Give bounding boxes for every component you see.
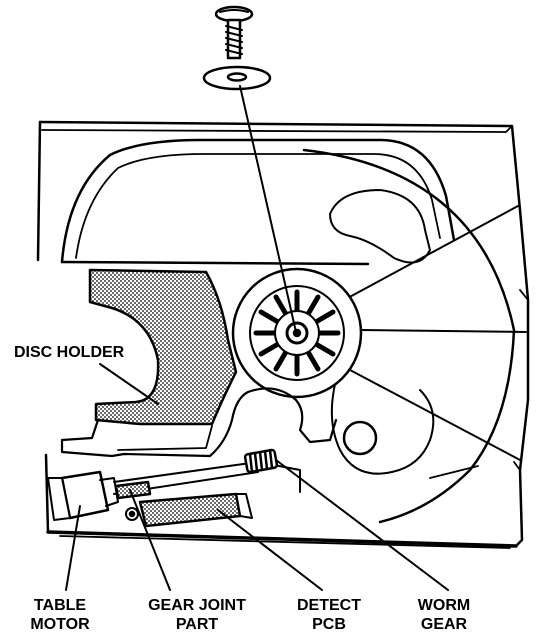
label-line: PCB — [312, 616, 346, 633]
disc-table — [302, 148, 527, 524]
guide-arch — [60, 138, 456, 266]
label-line: WORM — [417, 597, 471, 614]
label-gear-joint-part: GEAR JOINT PART — [132, 596, 262, 634]
worm-gear-part — [243, 448, 279, 474]
label-line: GEAR JOINT — [148, 597, 246, 614]
label-line: GEAR — [420, 616, 468, 633]
washer-icon — [202, 65, 272, 91]
label-detect-pcb: DETECT PCB — [284, 596, 374, 634]
chassis-frame — [36, 120, 530, 549]
label-line: TABLE — [33, 597, 87, 614]
label-line: PART — [175, 616, 219, 633]
gear-joint-shape — [114, 480, 152, 500]
label-line: MOTOR — [30, 616, 90, 633]
table-motor-part — [47, 470, 119, 521]
detect-pcb-part — [125, 492, 253, 528]
label-table-motor: TABLE MOTOR — [20, 596, 100, 634]
turntable-hub — [231, 267, 363, 399]
disc-holder-shape — [88, 268, 238, 426]
screw-axis-line — [239, 85, 297, 333]
screw-icon — [214, 5, 254, 60]
lower-bracket — [60, 387, 338, 458]
label-worm-gear: WORM GEAR — [404, 596, 484, 634]
label-disc-holder: DISC HOLDER — [14, 344, 125, 361]
leader-lines — [65, 363, 449, 591]
label-line: DETECT — [297, 597, 361, 614]
